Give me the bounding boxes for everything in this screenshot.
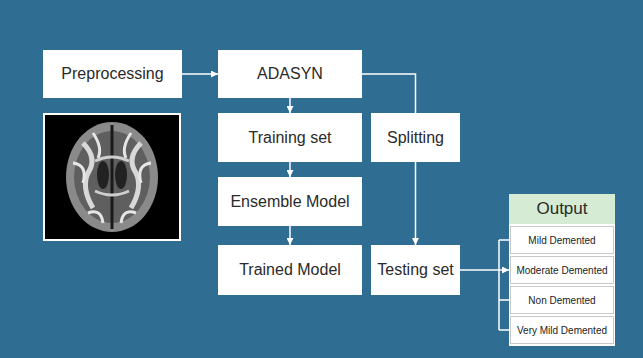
process-box: Ensemble Model	[218, 177, 362, 226]
process-box: ADASYN	[218, 50, 362, 98]
output-panel: OutputMild DementedModerate DementedNon …	[509, 194, 615, 346]
flow-arrow	[289, 162, 291, 177]
box-label: Training set	[249, 129, 332, 147]
process-box: Training set	[218, 113, 362, 162]
box-label: Moderate Demented	[516, 265, 607, 276]
box-label: Trained Model	[239, 261, 341, 279]
class-label-box: Moderate Demented	[510, 256, 614, 284]
class-label-box: Mild Demented	[510, 226, 614, 254]
flow-arrow	[415, 162, 417, 245]
flow-arrow	[289, 98, 291, 113]
class-label-box: Non Demented	[510, 286, 614, 314]
flow-arrow	[362, 74, 416, 113]
flow-arrow	[182, 73, 218, 75]
box-label: Ensemble Model	[230, 193, 349, 211]
box-label: Preprocessing	[61, 65, 163, 83]
panel-heading: Output	[509, 194, 615, 224]
output-bracket	[499, 240, 509, 330]
box-label: Splitting	[387, 129, 444, 147]
box-label: Mild Demented	[528, 235, 595, 246]
flow-arrow	[460, 269, 509, 271]
box-label: Non Demented	[528, 295, 595, 306]
process-box: Preprocessing	[43, 50, 182, 98]
box-label: Very Mild Demented	[517, 325, 607, 336]
process-box: Splitting	[371, 113, 460, 162]
flow-arrow	[289, 226, 291, 245]
process-box: Testing set	[371, 245, 460, 295]
class-label-box: Very Mild Demented	[510, 316, 614, 344]
box-label: Testing set	[377, 261, 453, 279]
process-box: Trained Model	[218, 245, 362, 295]
box-label: ADASYN	[257, 65, 323, 83]
